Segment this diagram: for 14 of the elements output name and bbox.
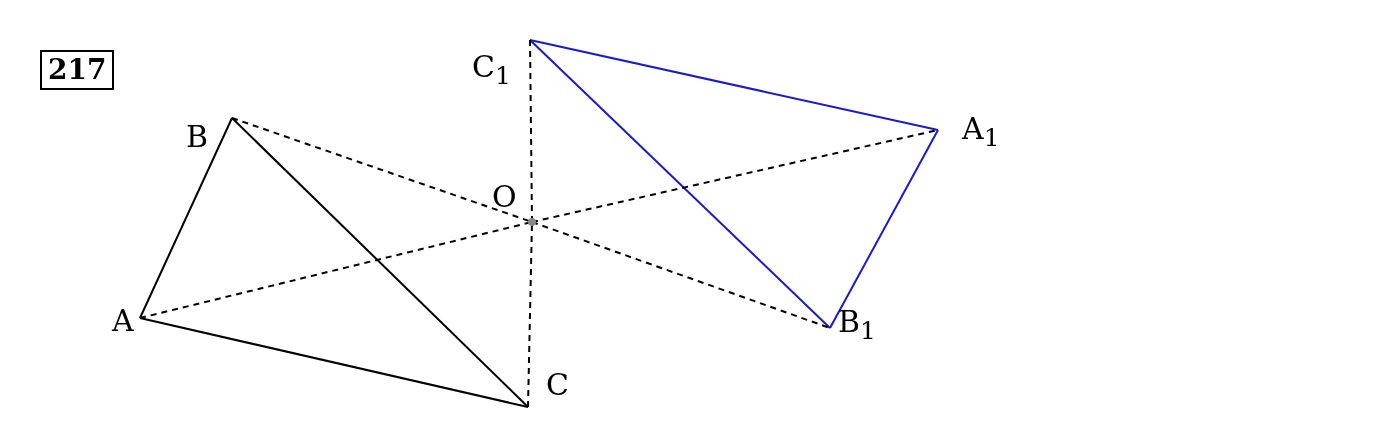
point-label: O: [492, 182, 517, 212]
point-label: B$_{1}$: [838, 307, 876, 343]
point-label: A$_{1}$: [962, 114, 1000, 150]
point-label: C$_{1}$: [472, 52, 511, 88]
point-label: A: [112, 306, 134, 336]
triangle-side: [139, 117, 233, 319]
point-label: B: [186, 122, 209, 152]
problem-number: 217: [40, 50, 115, 90]
triangle-side: [139, 317, 529, 408]
triangle-side: [529, 39, 939, 131]
point-label: C: [546, 370, 569, 400]
triangle-side: [829, 129, 939, 329]
triangle-side: [529, 39, 831, 329]
triangle-side: [231, 117, 529, 408]
